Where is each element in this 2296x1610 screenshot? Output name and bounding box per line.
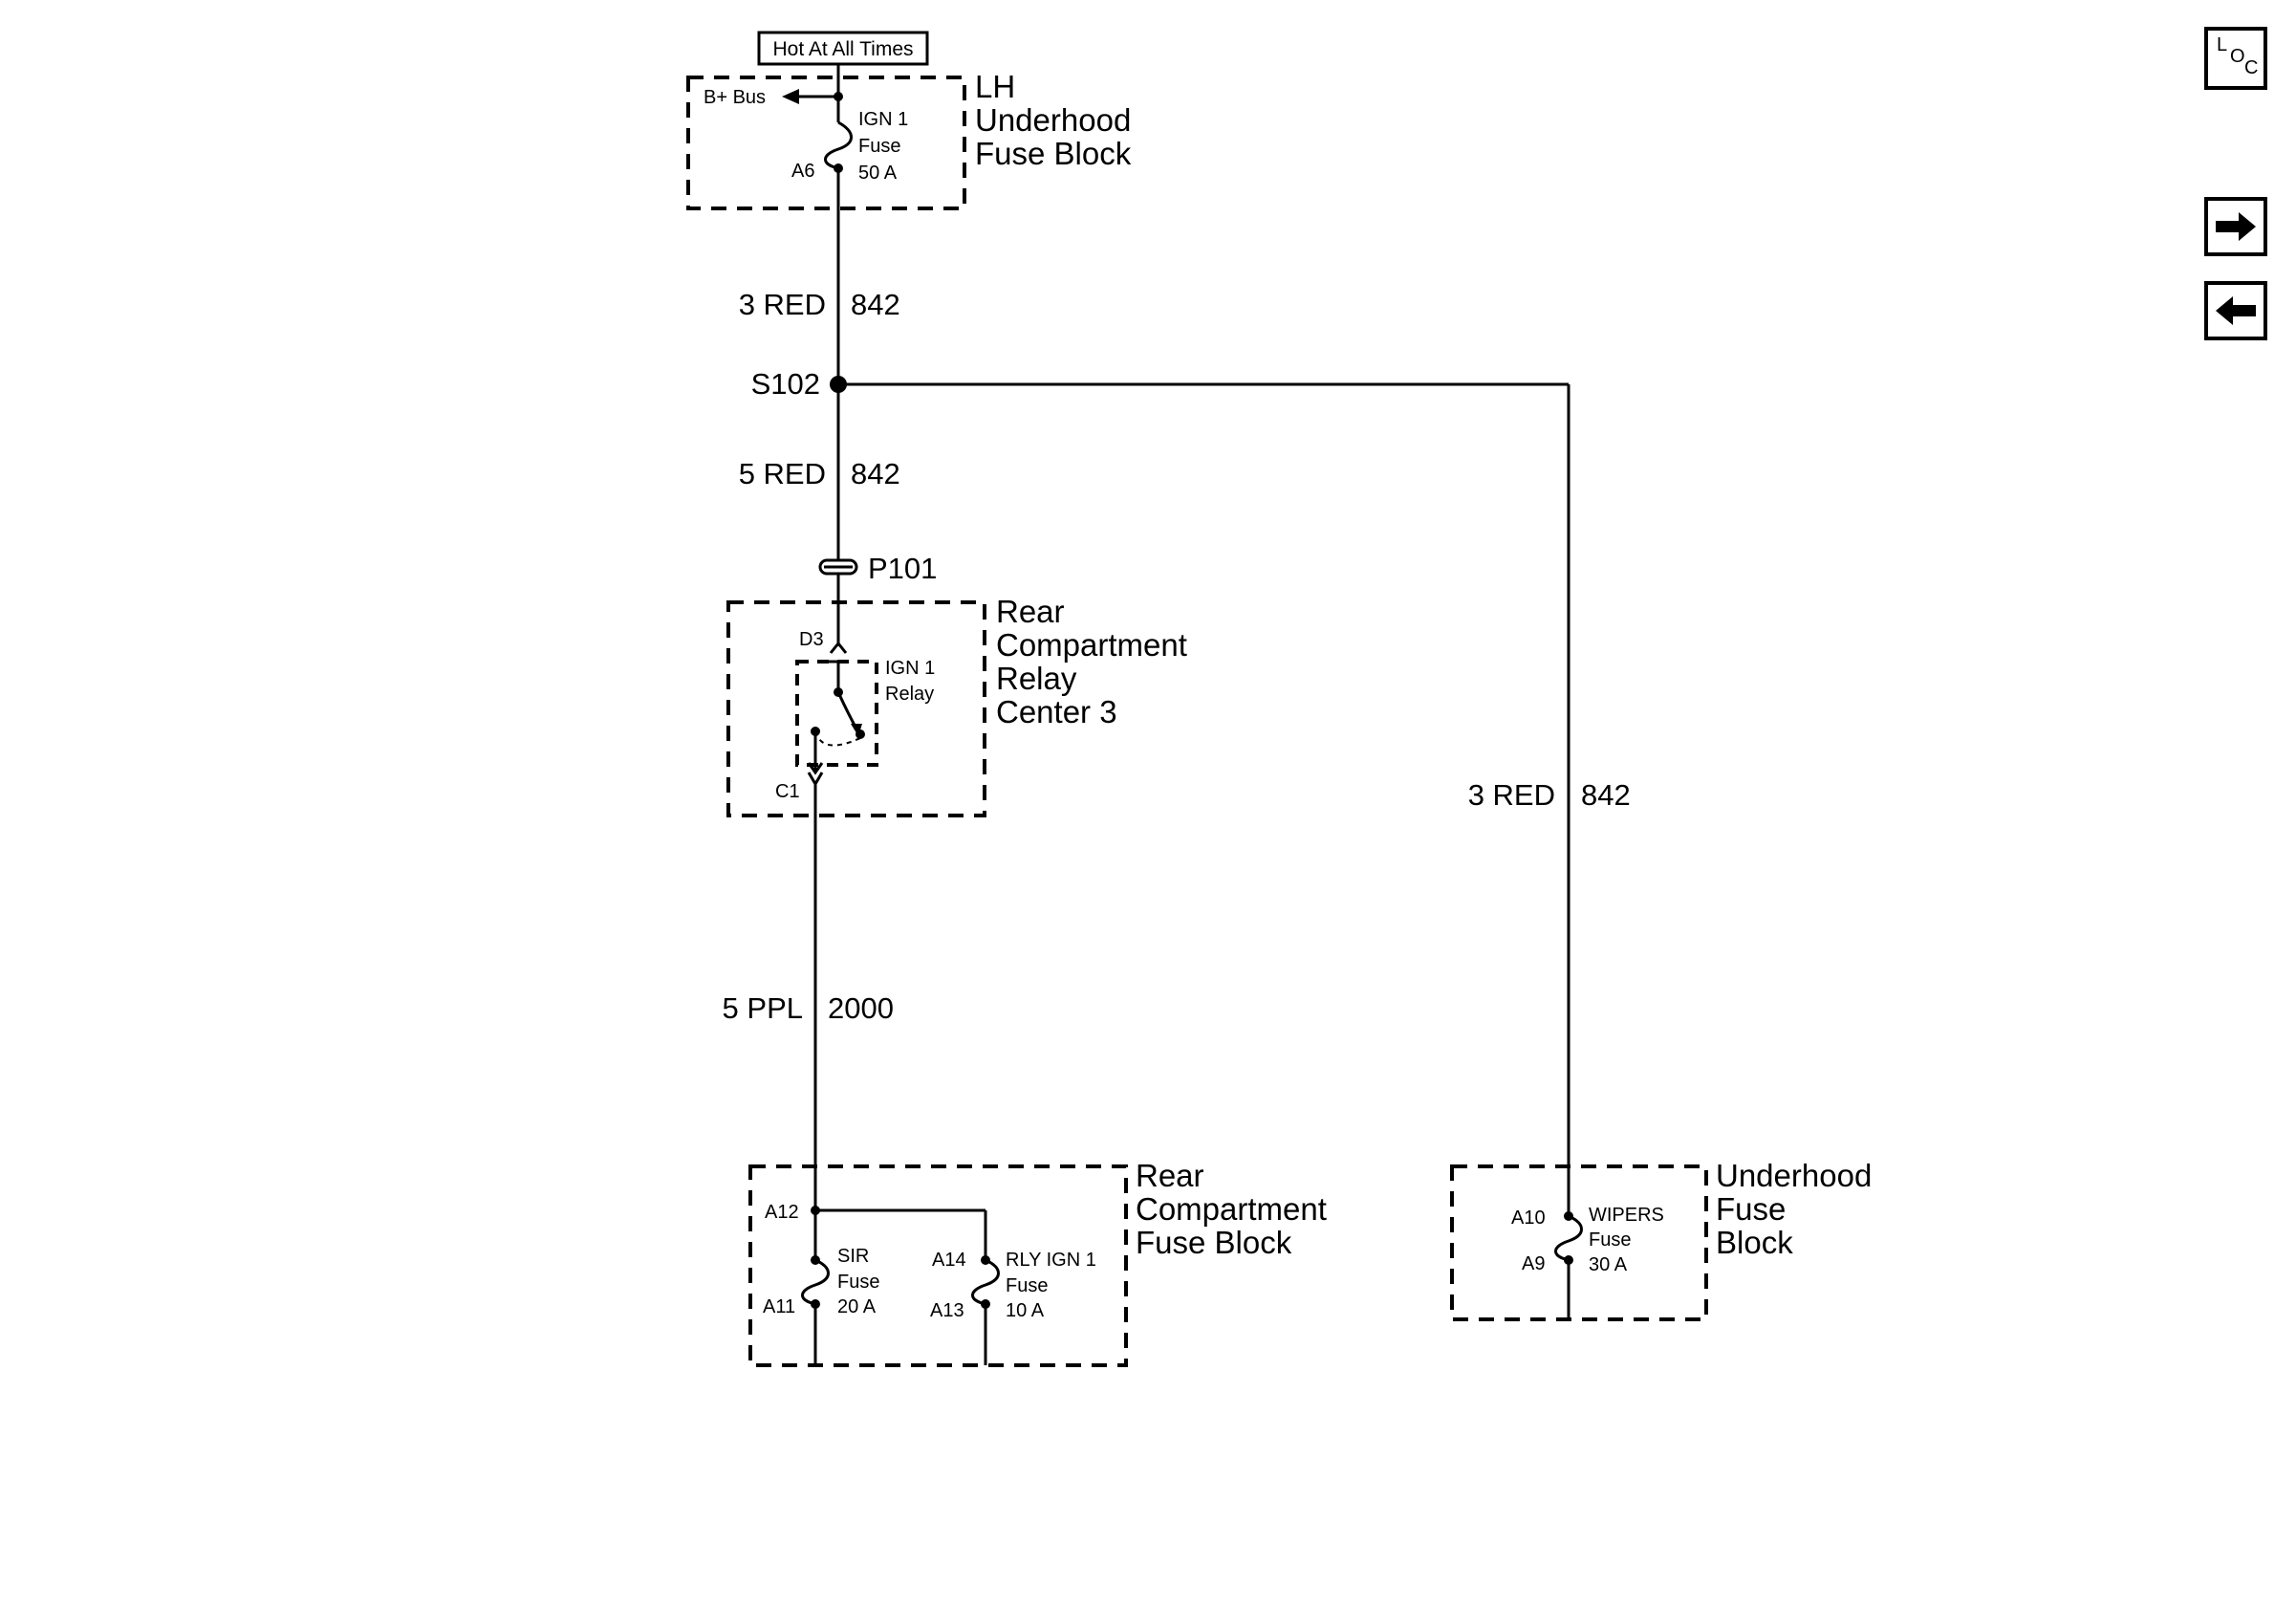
- svg-text:Compartment: Compartment: [996, 627, 1187, 663]
- svg-text:Block: Block: [1716, 1225, 1793, 1260]
- forward-button[interactable]: [2204, 197, 2267, 256]
- wire-label-bottom: 5 PPL 2000: [723, 991, 894, 1025]
- bplus-bus-arrow-icon: [782, 89, 799, 104]
- svg-text:Relay: Relay: [996, 661, 1077, 696]
- svg-text:3 RED: 3 RED: [739, 288, 826, 321]
- ign1-relay-label-2: Relay: [885, 684, 934, 705]
- svg-text:5 PPL: 5 PPL: [723, 991, 803, 1025]
- svg-text:842: 842: [851, 457, 900, 490]
- terminal-a11: A11: [763, 1296, 795, 1317]
- svg-text:WIPERS: WIPERS: [1589, 1205, 1664, 1226]
- terminal-a10: A10: [1511, 1208, 1546, 1229]
- svg-text:Hot At All Times: Hot At All Times: [772, 38, 913, 60]
- sir-fuse-icon: [801, 1258, 830, 1306]
- loc-o: O: [2230, 46, 2245, 67]
- rear-compartment-fuse-block: Rear Compartment Fuse Block A12 SIR Fuse…: [748, 1158, 1327, 1367]
- wire-label-mid: 5 RED 842: [739, 457, 900, 490]
- lh-fuse-block-title-2: Underhood: [975, 102, 1131, 138]
- terminal-a13: A13: [930, 1300, 964, 1321]
- ign1-fuse-label-3: 50 A: [858, 163, 898, 184]
- terminal-d3: D3: [799, 629, 824, 650]
- wire-label-top: 3 RED 842: [739, 288, 900, 321]
- svg-text:3 RED: 3 RED: [1468, 778, 1555, 812]
- svg-text:Fuse: Fuse: [1716, 1191, 1786, 1227]
- svg-text:2000: 2000: [828, 991, 894, 1025]
- lh-underhood-fuse-block: LH Underhood Fuse Block B+ Bus IGN 1 Fus…: [686, 64, 1132, 210]
- rear-compartment-relay-center: Rear Compartment Relay Center 3 D3 IGN 1…: [726, 594, 1187, 817]
- svg-text:Rear: Rear: [1136, 1158, 1204, 1193]
- svg-text:SIR: SIR: [837, 1246, 869, 1267]
- location-button[interactable]: L O C: [2204, 27, 2267, 90]
- svg-text:Underhood: Underhood: [1716, 1158, 1872, 1193]
- loc-l: L: [2217, 34, 2228, 55]
- svg-text:Fuse: Fuse: [1589, 1229, 1631, 1251]
- terminal-a12: A12: [765, 1202, 799, 1223]
- ign1-fuse-label-1: IGN 1: [858, 109, 908, 130]
- arrow-left-icon: [2216, 296, 2256, 325]
- terminal-a9: A9: [1522, 1253, 1545, 1274]
- lh-fuse-block-title-1: LH: [975, 69, 1015, 104]
- hot-at-all-times-label: Hot At All Times: [757, 31, 929, 66]
- svg-text:Fuse: Fuse: [837, 1272, 879, 1293]
- ign1-fuse-label-2: Fuse: [858, 136, 900, 157]
- rly-ign1-fuse-icon: [971, 1258, 1000, 1306]
- ign1-fuse-icon: [824, 120, 853, 170]
- connector-p101: P101: [818, 552, 937, 585]
- bplus-bus-label: B+ Bus: [704, 87, 766, 108]
- ign1-relay-label-1: IGN 1: [885, 658, 935, 679]
- lh-fuse-block-title-3: Fuse Block: [975, 136, 1132, 171]
- back-button[interactable]: [2204, 281, 2267, 340]
- svg-text:10 A: 10 A: [1006, 1300, 1045, 1321]
- svg-text:30 A: 30 A: [1589, 1254, 1628, 1275]
- svg-text:Fuse: Fuse: [1006, 1275, 1048, 1296]
- underhood-fuse-block: Underhood Fuse Block A10 A9 WIPERS Fuse …: [1450, 1158, 1872, 1321]
- svg-text:Center 3: Center 3: [996, 694, 1117, 729]
- terminal-a14: A14: [932, 1250, 966, 1271]
- arrow-right-icon: [2216, 212, 2256, 241]
- svg-text:5 RED: 5 RED: [739, 457, 826, 490]
- loc-c: C: [2244, 57, 2259, 78]
- svg-text:Fuse Block: Fuse Block: [1136, 1225, 1292, 1260]
- terminal-c1: C1: [775, 781, 800, 802]
- svg-text:842: 842: [851, 288, 900, 321]
- terminal-a6: A6: [791, 161, 814, 182]
- svg-text:RLY IGN 1: RLY IGN 1: [1006, 1250, 1096, 1271]
- wipers-fuse-icon: [1554, 1214, 1583, 1262]
- svg-text:842: 842: [1581, 778, 1631, 812]
- wire-label-right: 3 RED 842: [1468, 778, 1631, 812]
- connector-p101-label: P101: [868, 552, 937, 585]
- svg-text:Compartment: Compartment: [1136, 1191, 1327, 1227]
- svg-text:Rear: Rear: [996, 594, 1065, 629]
- svg-text:20 A: 20 A: [837, 1296, 877, 1317]
- splice-s102-label: S102: [751, 367, 820, 401]
